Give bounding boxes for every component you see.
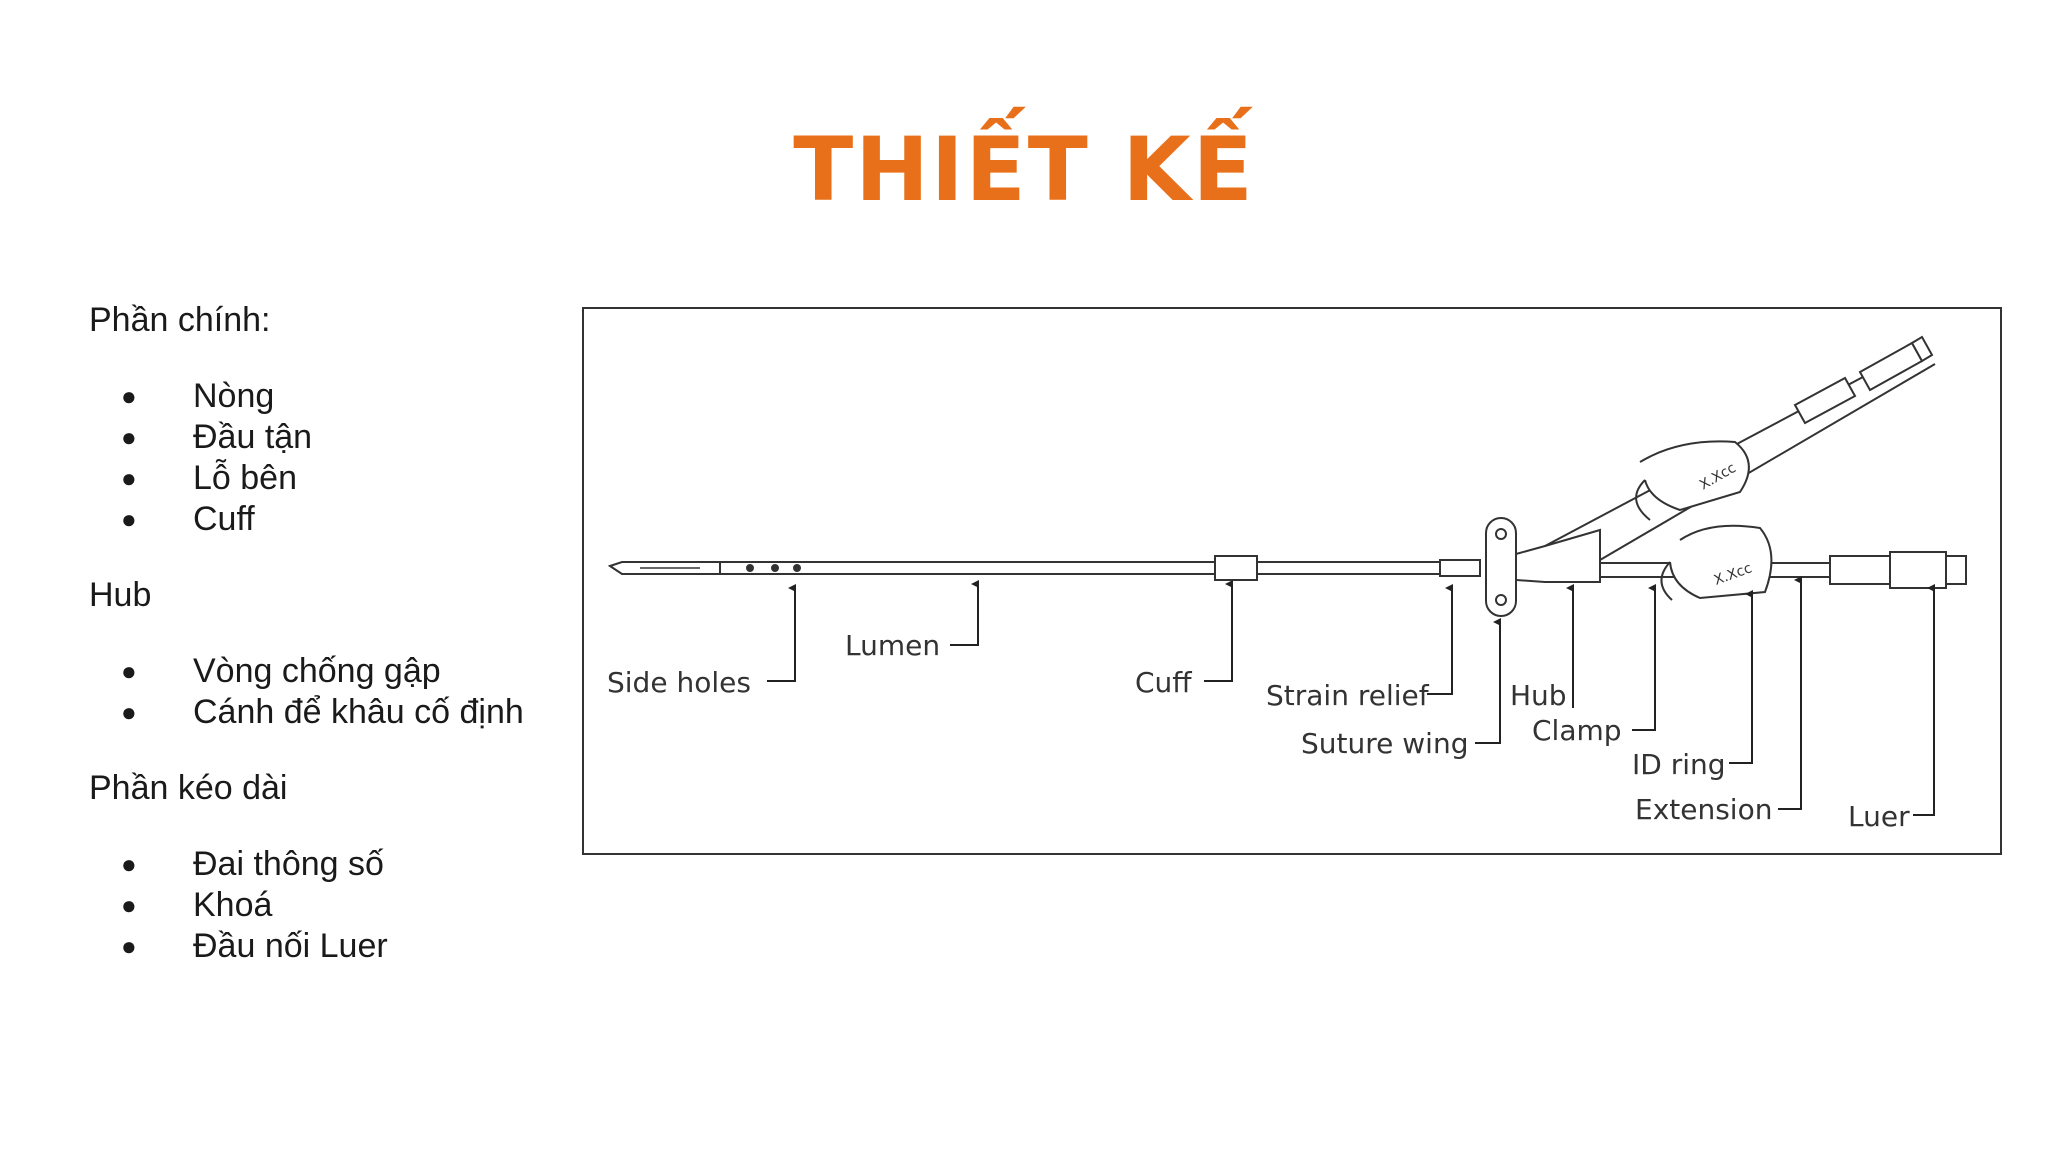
catheter-body [607,335,1967,617]
label-clamp: Clamp [1532,714,1622,747]
list-item: Đầu nối Luer [89,926,589,967]
label-luer: Luer [1848,800,1910,833]
list-item: Khoá [89,885,589,926]
label-side-holes: Side holes [607,666,751,699]
leader-lines [767,576,1935,816]
label-suture-wing: Suture wing [1301,727,1468,760]
label-lumen: Lumen [845,629,940,662]
label-hub: Hub [1510,679,1567,712]
slide-title: THIẾT KẾ [793,118,1255,221]
label-cuff: Cuff [1135,666,1192,699]
list-item: Cuff [89,499,589,540]
main-parts-list: Nòng Đầu tận Lỗ bên Cuff [89,376,589,540]
list-item: Đầu tận [89,417,589,458]
list-item: Nòng [89,376,589,417]
list-item: Vòng chống gập [89,651,589,692]
label-id-ring: ID ring [1632,748,1726,781]
list-item: Cánh để khâu cố định [89,692,589,733]
section-heading-extension: Phần kéo dài [89,769,288,807]
label-extension: Extension [1635,793,1772,826]
section-heading-hub: Hub [89,576,152,614]
catheter-diagram-frame [582,307,2002,855]
extension-parts-list: Đai thông số Khoá Đầu nối Luer [89,844,589,967]
list-item: Đai thông số [89,844,589,885]
section-heading-main: Phần chính: [89,301,271,339]
label-strain-relief: Strain relief [1266,679,1430,712]
list-item: Lỗ bên [89,458,589,499]
outline-list: Phần chính: Nòng Đầu tận Lỗ bên Cuff Hub… [89,300,589,1002]
hub-parts-list: Vòng chống gập Cánh để khâu cố định [89,651,589,733]
